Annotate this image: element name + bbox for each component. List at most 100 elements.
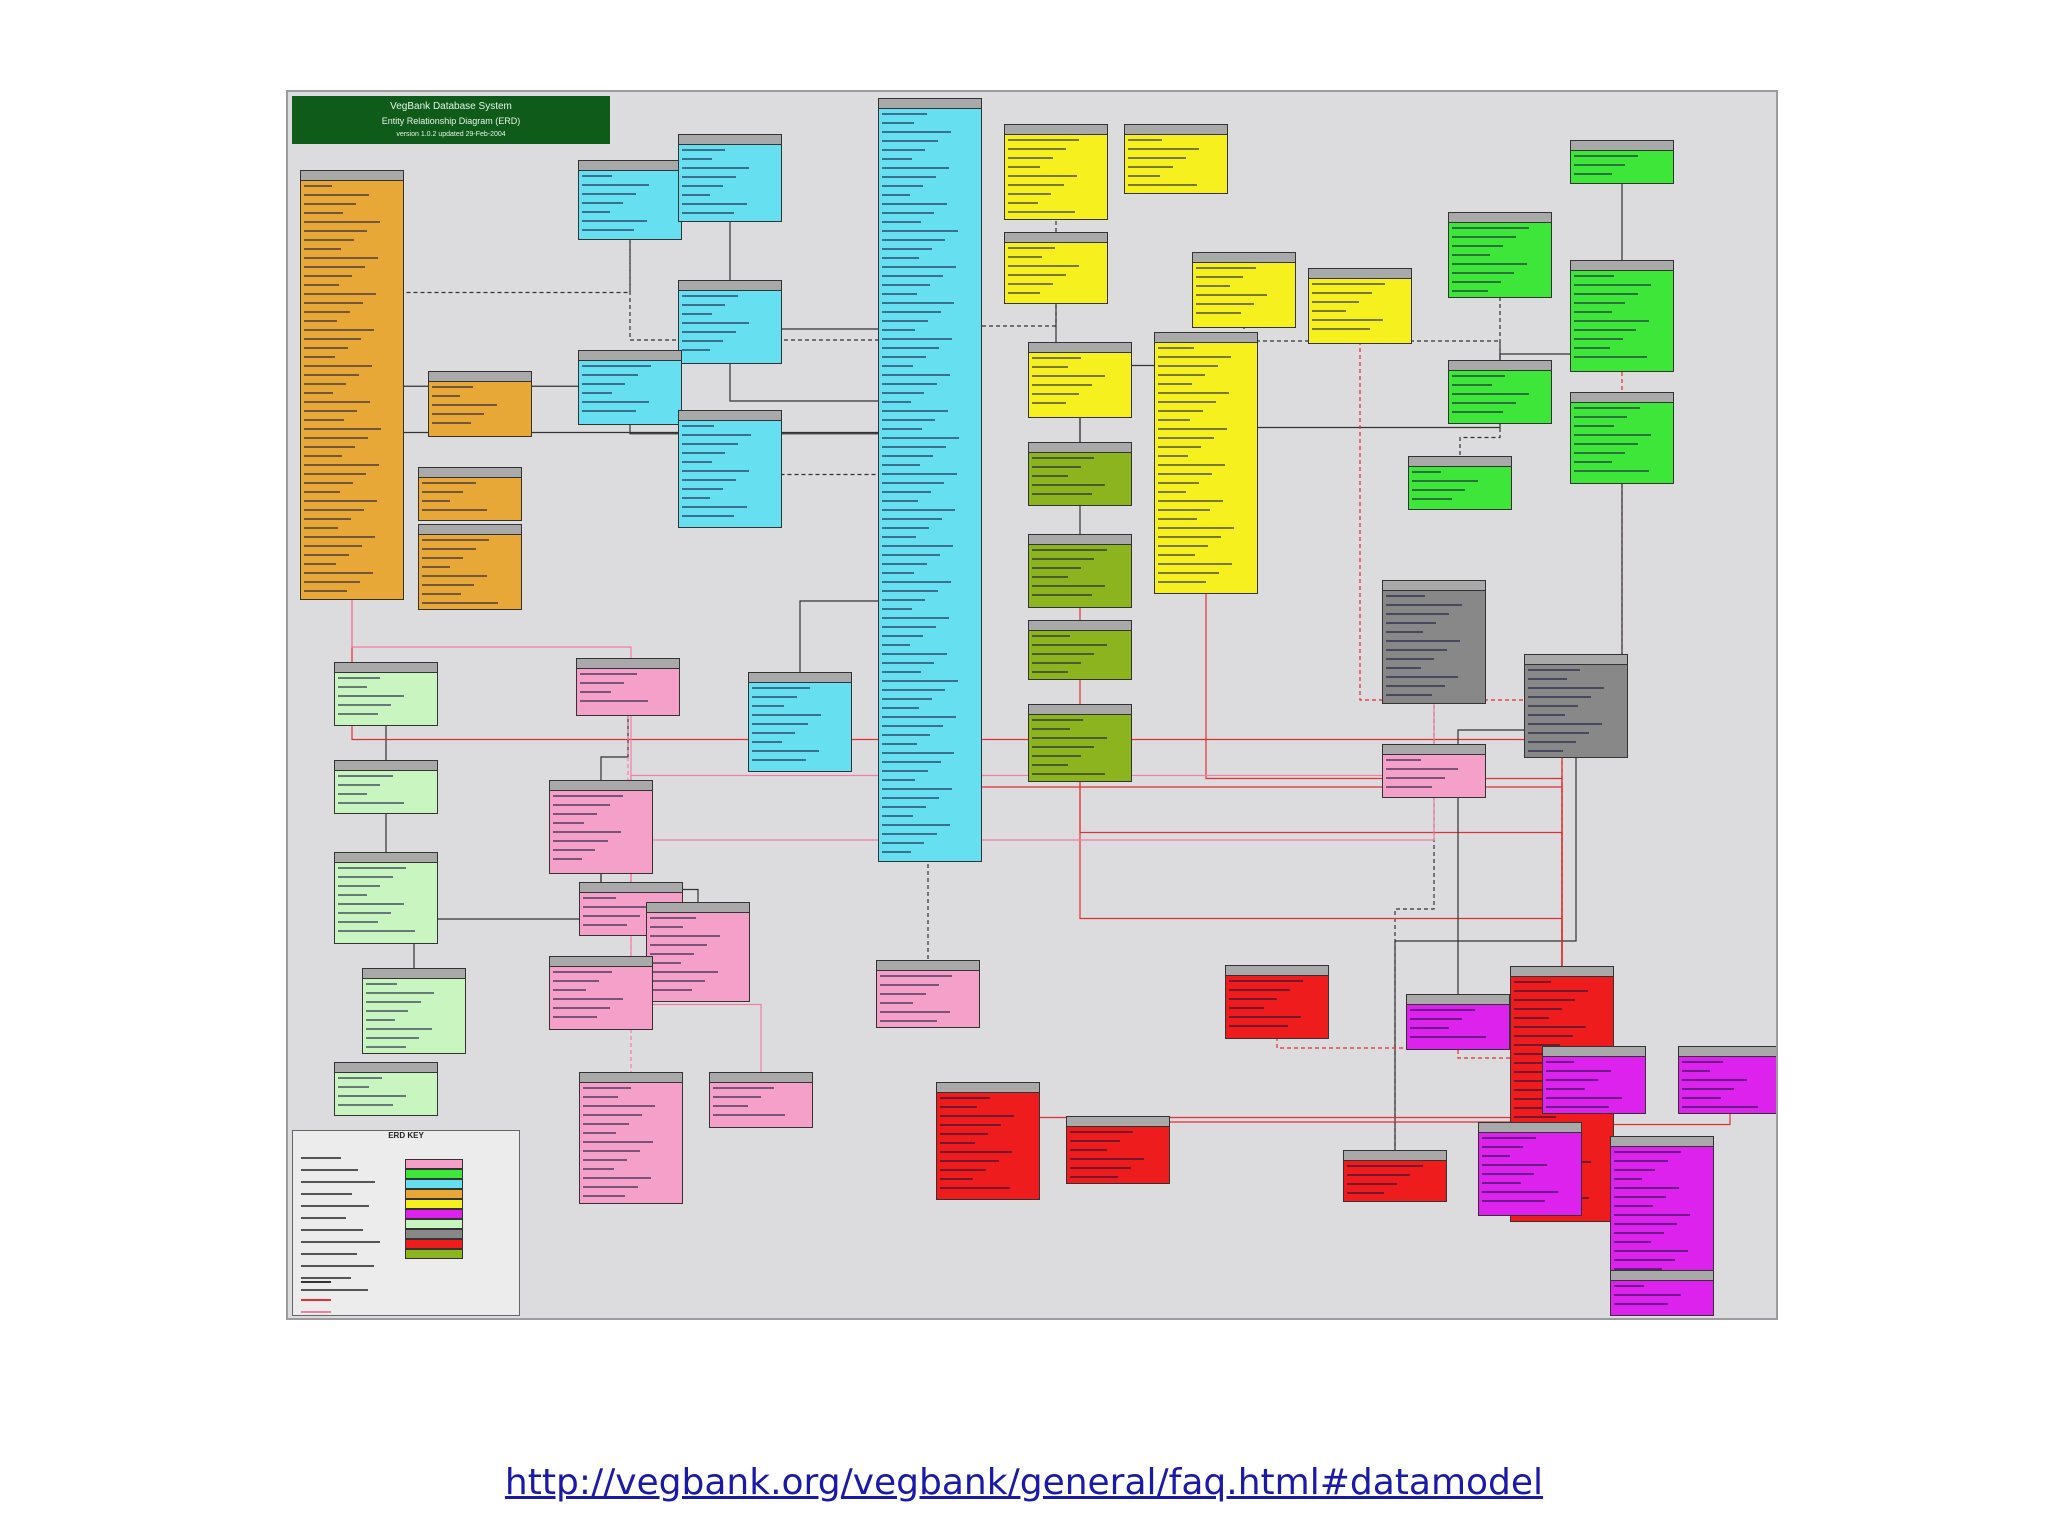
- field-row: [553, 989, 586, 991]
- field-row: [304, 446, 355, 448]
- field-row: [1574, 461, 1612, 463]
- field-row: [582, 193, 636, 195]
- field-row: [882, 581, 951, 583]
- field-row: [1410, 1036, 1486, 1038]
- entity-header: [335, 853, 437, 863]
- field-row: [1514, 1008, 1562, 1010]
- field-row: [882, 644, 910, 646]
- field-row: [304, 185, 332, 187]
- entity-header: [363, 969, 465, 979]
- field-row: [1546, 1079, 1598, 1081]
- field-row: [1070, 1167, 1131, 1169]
- entity-table: [1610, 1136, 1714, 1282]
- entity-header: [1611, 1137, 1713, 1147]
- field-row: [366, 1010, 408, 1012]
- field-row: [882, 599, 925, 601]
- entity-fields: [1383, 755, 1485, 797]
- entity-fields: [1571, 151, 1673, 183]
- field-row: [583, 1195, 625, 1197]
- entity-header: [1005, 125, 1107, 135]
- field-row: [1482, 1155, 1510, 1157]
- field-row: [882, 743, 917, 745]
- field-row: [682, 212, 734, 214]
- field-row: [682, 203, 747, 205]
- field-row: [1196, 285, 1230, 287]
- field-row: [882, 347, 939, 349]
- field-row: [1682, 1079, 1747, 1081]
- field-row: [1452, 375, 1505, 377]
- field-row: [1312, 328, 1370, 330]
- field-row: [682, 313, 712, 315]
- field-row: [304, 221, 380, 223]
- field-row: [1158, 563, 1232, 565]
- field-row: [304, 329, 374, 331]
- field-row: [1196, 312, 1241, 314]
- field-row: [1032, 728, 1070, 730]
- field-row: [1158, 500, 1223, 502]
- legend-swatch: [405, 1239, 463, 1249]
- field-row: [1158, 437, 1214, 439]
- datamodel-link[interactable]: http://vegbank.org/vegbank/general/faq.h…: [504, 1462, 1544, 1503]
- field-row: [1386, 622, 1436, 624]
- field-row: [1032, 773, 1105, 775]
- field-row: [1452, 290, 1488, 292]
- field-row: [338, 793, 367, 795]
- entity-table: [1004, 124, 1108, 220]
- field-row: [1574, 173, 1612, 175]
- field-row: [338, 784, 380, 786]
- entity-table: [334, 662, 438, 726]
- legend-swatch: [405, 1159, 463, 1169]
- entity-fields: [1449, 223, 1551, 297]
- field-row: [1032, 585, 1105, 587]
- field-row: [882, 239, 945, 241]
- field-row: [1312, 292, 1372, 294]
- legend-line-sample: [301, 1299, 331, 1301]
- field-row: [582, 401, 649, 403]
- field-row: [583, 897, 616, 899]
- field-row: [553, 1016, 597, 1018]
- field-row: [940, 1106, 977, 1108]
- field-row: [882, 734, 930, 736]
- field-row: [882, 725, 943, 727]
- field-row: [582, 374, 638, 376]
- entity-table: [1225, 965, 1329, 1039]
- field-row: [1528, 741, 1576, 743]
- field-row: [553, 971, 612, 973]
- field-row: [1546, 1070, 1611, 1072]
- entity-table: [1066, 1116, 1170, 1184]
- field-row: [583, 1186, 638, 1188]
- entity-table: [1570, 392, 1674, 484]
- field-row: [1410, 1027, 1449, 1029]
- field-row: [582, 184, 649, 186]
- field-row: [1682, 1088, 1734, 1090]
- field-row: [1614, 1294, 1681, 1296]
- field-row: [304, 518, 351, 520]
- legend-swatch: [405, 1189, 463, 1199]
- entity-fields: [679, 421, 781, 527]
- field-row: [882, 194, 910, 196]
- field-row: [1574, 164, 1625, 166]
- field-row: [1158, 401, 1216, 403]
- field-row: [752, 759, 806, 761]
- erd-key-legend: ERD KEY: [292, 1130, 520, 1316]
- entity-table: [748, 672, 852, 772]
- field-row: [1128, 184, 1197, 186]
- field-row: [650, 917, 696, 919]
- relationship-line: [630, 771, 1435, 909]
- field-row: [882, 635, 923, 637]
- field-row: [1386, 676, 1458, 678]
- field-row: [304, 563, 336, 565]
- field-row: [1158, 581, 1206, 583]
- field-row: [1514, 1080, 1558, 1082]
- field-row: [366, 1037, 419, 1039]
- field-row: [1032, 635, 1070, 637]
- field-row: [882, 257, 919, 259]
- field-row: [1032, 576, 1068, 578]
- field-row: [1158, 419, 1190, 421]
- field-row: [1312, 319, 1383, 321]
- field-row: [304, 194, 369, 196]
- field-row: [1528, 687, 1604, 689]
- field-row: [1032, 357, 1081, 359]
- field-row: [1032, 662, 1081, 664]
